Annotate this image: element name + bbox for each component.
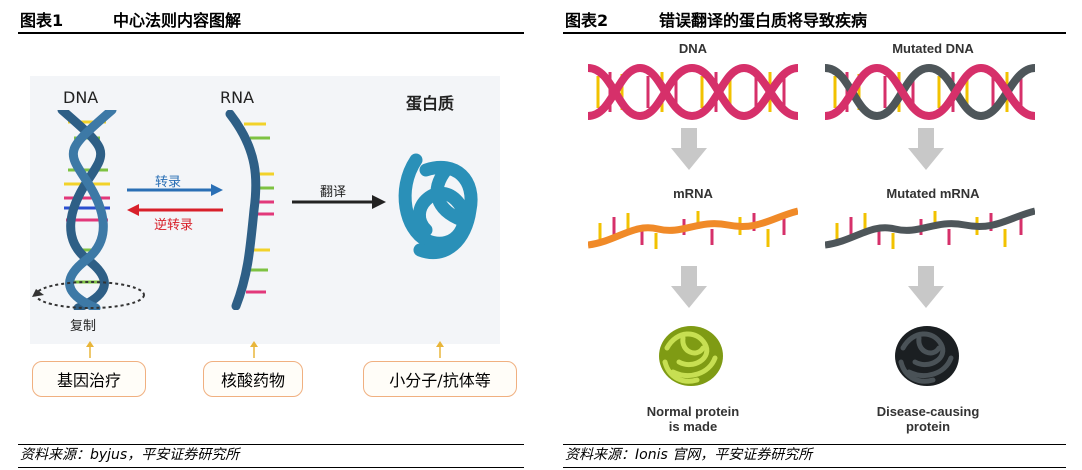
down-arrow-icon [908, 128, 944, 170]
up-arrow-icon [86, 341, 94, 358]
down-arrow-icon [671, 266, 707, 308]
figure-2-panel: 图表2 错误翻译的蛋白质将导致疾病 DNA Mutated DNA [563, 0, 1066, 470]
dna-helix-icon [588, 63, 798, 121]
figure-1-header: 图表1 中心法则内容图解 [18, 4, 524, 34]
mrna-strand-icon [588, 207, 798, 249]
disease-protein-caption-line2: protein [905, 419, 951, 434]
replication-label: 复制 [70, 319, 97, 334]
dna-label: DNA [63, 88, 99, 107]
mutated-mrna-strand-icon [825, 207, 1035, 249]
mutated-dna-caption: Mutated DNA [892, 41, 974, 56]
down-arrow-icon [671, 128, 707, 170]
gene-therapy-box: 基因治疗 [32, 361, 146, 397]
up-arrow-icon [250, 341, 258, 358]
protein-structure-icon [398, 153, 478, 260]
normal-protein-caption-line1: Normal protein [646, 404, 740, 419]
figure-2-source: 资料来源：Ionis 官网，平安证券研究所 [563, 444, 1066, 468]
small-molecule-antibody-box: 小分子/抗体等 [363, 361, 517, 397]
figure-2-header: 图表2 错误翻译的蛋白质将导致疾病 [563, 4, 1066, 34]
transcription-label: 转录 [155, 175, 182, 190]
mutated-mrna-caption: Mutated mRNA [886, 186, 980, 201]
figure-1-title: 中心法则内容图解 [113, 11, 242, 30]
normal-protein-icon [659, 326, 723, 386]
figure-1-panel: 图表1 中心法则内容图解 DNA RNA 蛋白质 复制 转录 [18, 0, 524, 470]
figure-1-source: 资料来源：byjus，平安证券研究所 [18, 444, 524, 468]
mrna-caption: mRNA [673, 186, 713, 201]
transcription-arrows-icon [127, 184, 223, 216]
disease-protein-icon [895, 326, 959, 386]
rna-strand-icon [225, 110, 274, 310]
up-arrow-icon [436, 341, 444, 358]
mutated-dna-helix-icon [825, 63, 1035, 121]
translation-arrow-icon [292, 195, 386, 209]
nucleic-acid-drug-box: 核酸药物 [203, 361, 303, 397]
down-arrow-icon [908, 266, 944, 308]
replication-cycle-icon [32, 281, 145, 309]
dna-caption: DNA [678, 41, 708, 56]
translation-label: 翻译 [320, 185, 347, 200]
protein-label: 蛋白质 [406, 94, 455, 113]
normal-protein-caption-line2: is made [668, 419, 718, 434]
rna-label: RNA [220, 88, 255, 107]
reverse-transcription-label: 逆转录 [154, 218, 194, 233]
disease-protein-caption-line1: Disease-causing [876, 404, 980, 419]
figure-2-title: 错误翻译的蛋白质将导致疾病 [659, 11, 868, 30]
figure-2-number: 图表2 [565, 11, 609, 30]
figure-1-number: 图表1 [20, 11, 64, 30]
